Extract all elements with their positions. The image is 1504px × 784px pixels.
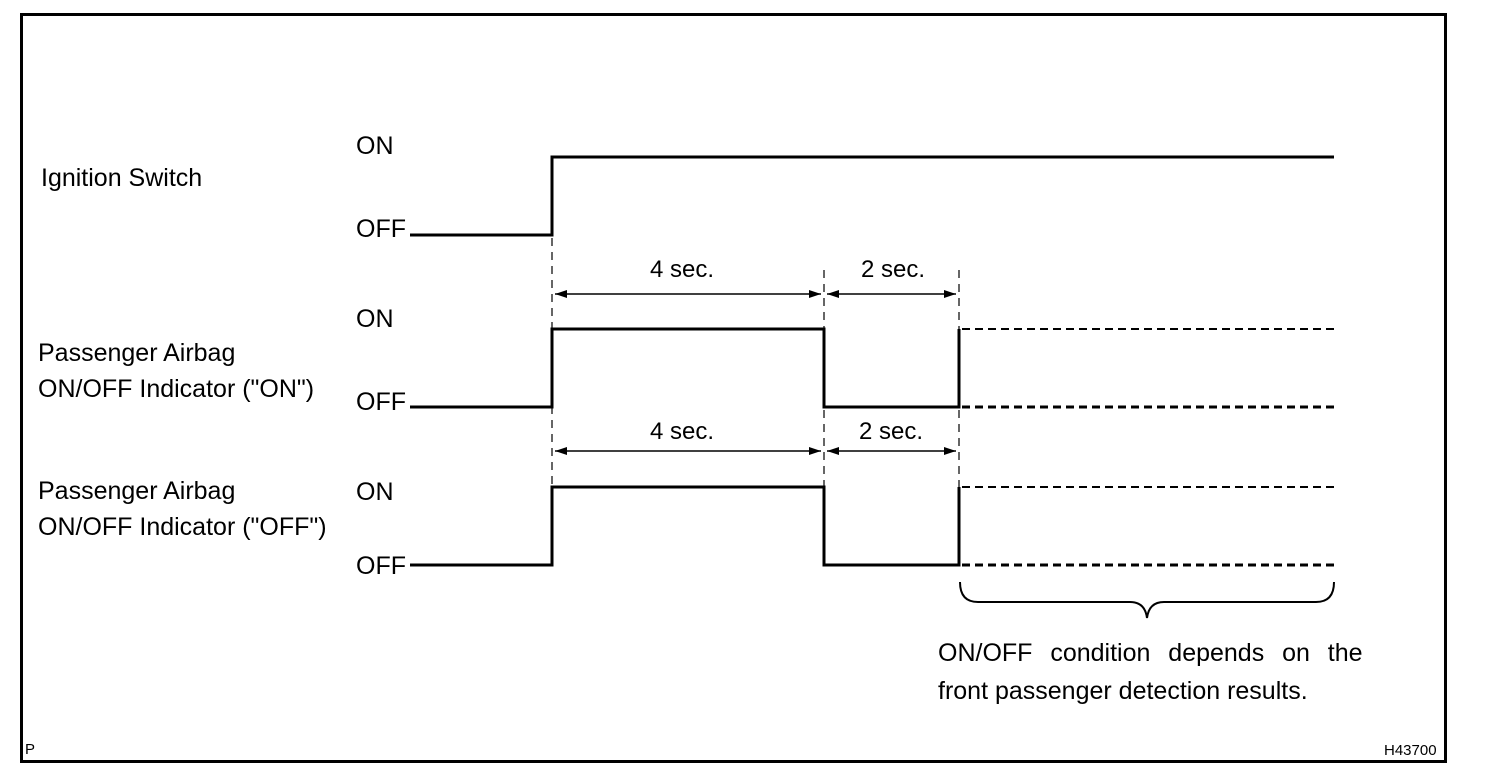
level-label-on: ON — [356, 478, 394, 506]
level-label-off: OFF — [356, 215, 406, 243]
signal-name-indicator-off-line2: ON/OFF Indicator ("OFF") — [38, 513, 327, 541]
interval-label-2sec: 2 sec. — [861, 256, 926, 283]
condition-brace — [959, 581, 1335, 619]
signal-name-indicator-on-line2: ON/OFF Indicator ("ON") — [38, 375, 315, 403]
interval-label-4sec: 4 sec. — [650, 418, 715, 445]
signal-name-indicator-off-line1: Passenger Airbag — [38, 477, 236, 505]
condition-note-line1: ON/OFF condition depends on the — [938, 639, 1363, 667]
condition-note-line2: front passenger detection results. — [938, 677, 1308, 705]
diagram-frame — [20, 13, 1447, 763]
indicator-on-waveform — [410, 327, 961, 409]
indicator-off-waveform — [410, 485, 961, 567]
interval-label-2sec: 2 sec. — [859, 418, 924, 445]
figure-id: H43700 — [1384, 742, 1437, 759]
level-label-off: OFF — [356, 552, 406, 580]
signal-name-indicator-on-line1: Passenger Airbag — [38, 339, 236, 367]
level-label-off: OFF — [356, 388, 406, 416]
signal-name-ignition-switch: Ignition Switch — [41, 164, 203, 192]
corner-mark: P — [25, 741, 36, 758]
interval-label-4sec: 4 sec. — [650, 256, 715, 283]
level-label-on: ON — [356, 305, 394, 333]
ignition-switch-waveform — [410, 155, 1334, 237]
level-label-on: ON — [356, 132, 394, 160]
